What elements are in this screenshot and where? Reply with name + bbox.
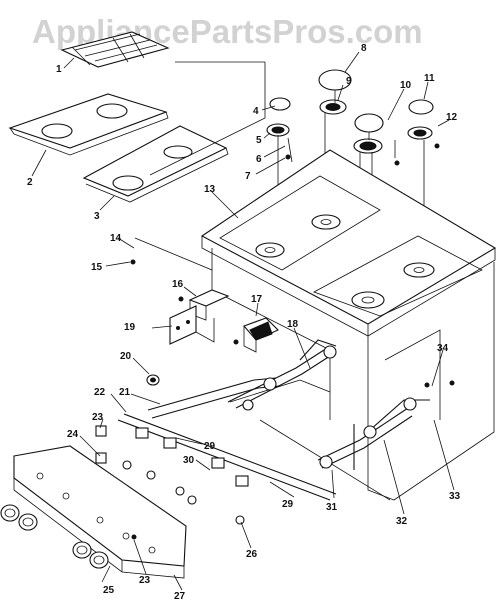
callout-21: 21 <box>119 387 131 398</box>
burner-box-right <box>82 125 229 203</box>
callout-10: 10 <box>400 80 412 91</box>
fasteners <box>130 143 455 540</box>
control-panel <box>13 445 187 579</box>
callout-9: 9 <box>346 76 352 87</box>
manifold-and-tubes <box>117 339 430 501</box>
part-20-nut <box>146 374 160 386</box>
callout-8: 8 <box>361 43 367 54</box>
callout-24: 24 <box>67 429 79 440</box>
gas-valves <box>95 425 249 525</box>
callout-17: 17 <box>251 294 263 305</box>
callout-2: 2 <box>27 177 33 188</box>
control-knobs <box>0 504 109 569</box>
grate <box>60 31 170 68</box>
callout-25: 25 <box>103 585 115 596</box>
bracket-parts <box>169 289 230 345</box>
callout-33: 33 <box>449 491 461 502</box>
callout-1: 1 <box>56 64 62 75</box>
callout-7: 7 <box>245 171 251 182</box>
ignition-module <box>243 317 279 353</box>
callout-numbers: 1 2 3 4 5 6 7 8 9 10 11 12 13 14 15 16 1… <box>27 43 461 600</box>
leader-lines <box>31 51 455 591</box>
callout-12: 12 <box>446 112 458 123</box>
callout-23-upper: 23 <box>92 412 104 423</box>
callout-22: 22 <box>94 387 106 398</box>
callout-18: 18 <box>287 319 299 330</box>
callout-34: 34 <box>437 343 449 354</box>
callout-15: 15 <box>91 262 103 273</box>
callout-30: 30 <box>183 455 195 466</box>
burner-box-left <box>8 93 169 156</box>
callout-4: 4 <box>253 106 259 117</box>
callout-6: 6 <box>256 154 262 165</box>
callout-29-upper: 29 <box>204 441 216 452</box>
callout-16: 16 <box>172 279 184 290</box>
callout-5: 5 <box>256 135 262 146</box>
callout-13: 13 <box>204 184 216 195</box>
callout-29-lower: 29 <box>282 499 294 510</box>
callout-26: 26 <box>246 549 258 560</box>
callout-14: 14 <box>110 233 122 244</box>
callout-23-lower: 23 <box>139 575 151 586</box>
callout-27: 27 <box>174 591 186 600</box>
callout-19: 19 <box>124 322 136 333</box>
callout-32: 32 <box>396 516 408 527</box>
callout-31: 31 <box>326 502 338 513</box>
callout-20: 20 <box>120 351 132 362</box>
cooktop <box>200 149 497 337</box>
callout-3: 3 <box>94 211 100 222</box>
callout-11: 11 <box>424 73 435 84</box>
